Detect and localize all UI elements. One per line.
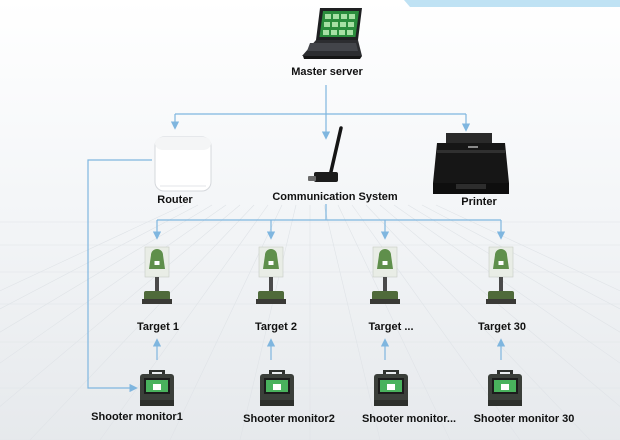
target-30-label: Target 30 bbox=[477, 321, 527, 333]
connector-lines bbox=[87, 85, 506, 393]
printer-icon bbox=[433, 133, 509, 194]
antenna-icon bbox=[308, 126, 343, 182]
target-30-icon bbox=[485, 246, 517, 305]
target-1-label: Target 1 bbox=[137, 321, 179, 333]
target-2-label: Target 2 bbox=[255, 321, 297, 333]
connector-router-to-monitor bbox=[87, 159, 152, 393]
target-1-icon bbox=[141, 246, 173, 305]
monitor-2-icon bbox=[260, 370, 294, 406]
monitor-2-label: Shooter monitor2 bbox=[243, 413, 335, 425]
master-server-label: Master server bbox=[291, 66, 363, 78]
monitor-30-label: Shooter monitor 30 bbox=[473, 413, 575, 425]
target-3-label: Target ... bbox=[368, 321, 414, 333]
target-2-icon bbox=[255, 246, 287, 305]
monitor-1-label: Shooter monitor1 bbox=[91, 411, 183, 423]
printer-label: Printer bbox=[461, 196, 497, 208]
communication-system-label: Communication System bbox=[272, 191, 398, 203]
router-label: Router bbox=[157, 194, 193, 206]
router-icon bbox=[154, 136, 212, 192]
monitor-3-icon bbox=[374, 370, 408, 406]
top-corner-accent bbox=[404, 0, 620, 7]
monitor-1-icon bbox=[140, 370, 174, 406]
target-3-icon bbox=[369, 246, 401, 305]
laptop-icon bbox=[302, 8, 362, 59]
monitor-30-icon bbox=[488, 370, 522, 406]
monitor-3-label: Shooter monitor... bbox=[361, 413, 457, 425]
